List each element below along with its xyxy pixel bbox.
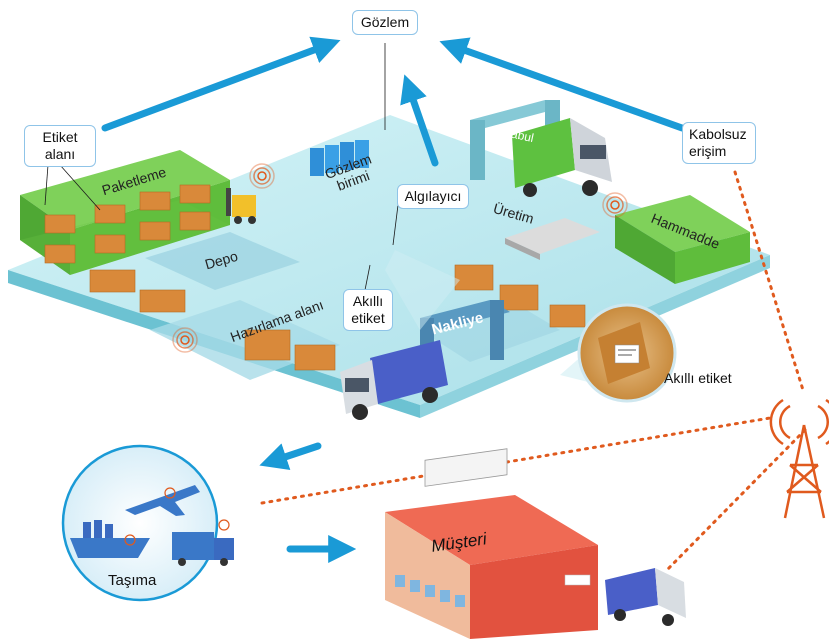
arrow-to-gozlem-center xyxy=(400,74,439,167)
tasima-label: Taşıma xyxy=(108,572,157,589)
truck-icon xyxy=(172,532,234,566)
receiving-truck xyxy=(512,118,612,197)
flow-arrows xyxy=(101,36,686,563)
ship-icon xyxy=(70,520,150,558)
sensor-beam xyxy=(385,250,460,330)
hammadde-shelf xyxy=(615,195,750,284)
uretim-conveyor xyxy=(505,218,600,260)
airplane-icon xyxy=(125,485,200,516)
forklift xyxy=(226,188,256,224)
wireless-links xyxy=(260,170,807,574)
antenna-tower-icon xyxy=(769,398,829,519)
server-racks xyxy=(310,140,369,176)
algilayici-label: Algılayıcı xyxy=(397,184,469,209)
delivery-truck xyxy=(605,568,686,626)
arrow-to-tasima xyxy=(259,442,322,470)
connector-lines xyxy=(44,43,399,291)
shipping-truck xyxy=(340,340,448,420)
rfid-emitters xyxy=(172,163,628,353)
arrow-to-gozlem-right xyxy=(439,37,686,132)
tasima-circle xyxy=(61,444,234,602)
shelf-boxes xyxy=(44,184,211,264)
floor-boxes xyxy=(89,264,586,371)
akilli-etiket-tag-label: Akıllı etiket xyxy=(343,289,393,331)
etiket-alani-label: Etiket alanı xyxy=(24,125,96,167)
kabolsuz-erisim-label: Kabolsuz erişim xyxy=(682,122,756,164)
gozlem-label: Gözlem xyxy=(352,10,418,35)
depo-zone xyxy=(145,232,300,290)
akilli-etiket-label: Akıllı etiket xyxy=(664,370,732,386)
musteri-building xyxy=(385,448,598,639)
smart-tag-zoom xyxy=(560,303,677,403)
arrow-to-gozlem-left xyxy=(101,36,341,132)
